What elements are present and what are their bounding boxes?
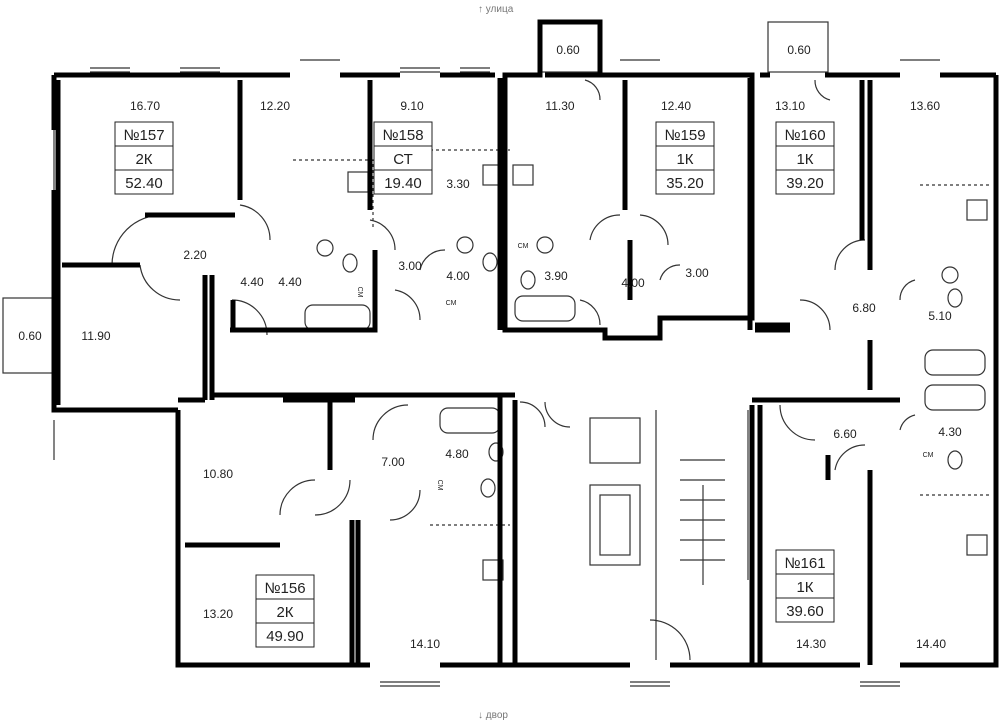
apartment-box <box>373 121 433 195</box>
room-area-label: 4.40 <box>240 275 264 289</box>
apartment-box <box>655 121 715 195</box>
apartment-type: 1К <box>796 151 813 168</box>
room-area-label: 4.00 <box>446 269 470 283</box>
apartment-type: 2К <box>135 151 152 168</box>
apartment-type: 2К <box>276 604 293 621</box>
room-area-label: 16.70 <box>130 99 160 113</box>
apartment-number: №157 <box>123 127 164 144</box>
room-area-label: 6.60 <box>833 427 857 441</box>
apartment-area: 35.20 <box>666 175 704 192</box>
room-area-label: 7.00 <box>381 455 405 469</box>
room-area-label: 14.10 <box>410 637 440 651</box>
room-area-label: 4.00 <box>621 276 645 290</box>
wc-label: СМ <box>446 300 457 307</box>
apartment-number: №158 <box>382 127 423 144</box>
room-area-label: 3.00 <box>398 259 422 273</box>
apartment-area: 39.20 <box>786 175 824 192</box>
room-area-label: 14.30 <box>796 637 826 651</box>
room-area-label: 12.40 <box>661 99 691 113</box>
wc-label: СМ <box>356 287 363 298</box>
wc-label: СМ <box>436 480 443 491</box>
room-area-label: 13.10 <box>775 99 805 113</box>
room-area-label: 5.10 <box>928 309 952 323</box>
room-area-label: 3.30 <box>446 177 470 191</box>
room-area-label: 4.30 <box>938 425 962 439</box>
room-area-label: 0.60 <box>787 43 811 57</box>
apartment-area: 39.60 <box>786 603 824 620</box>
apartment-type: 1К <box>676 151 693 168</box>
wc-label: СМ <box>923 452 934 459</box>
room-area-label: 11.90 <box>81 329 110 343</box>
apartment-area: 49.90 <box>266 628 304 645</box>
apartment-box <box>775 121 835 195</box>
room-area-label: 11.30 <box>545 99 574 113</box>
apartment-number: №160 <box>784 127 825 144</box>
room-area-label: 9.10 <box>400 99 424 113</box>
thick-walls <box>51 72 999 668</box>
room-area-label: 2.20 <box>183 248 207 262</box>
room-area-label: 0.60 <box>556 43 580 57</box>
room-area-label: 3.90 <box>544 269 568 283</box>
room-area-label: 13.60 <box>910 99 940 113</box>
apartment-area: 52.40 <box>125 175 163 192</box>
apartment-type: 1К <box>796 579 813 596</box>
apartment-type: СТ <box>393 151 413 168</box>
room-areas: 16.70 12.20 9.10 11.30 12.40 13.10 13.60 0.60 0.… <box>18 43 962 651</box>
apartment-box <box>114 121 174 195</box>
highlight-outline <box>502 19 755 341</box>
room-area-label: 14.40 <box>916 637 946 651</box>
apartment-number: №161 <box>784 555 825 572</box>
room-area-label: 4.80 <box>445 447 469 461</box>
wc-label: СМ <box>518 243 529 250</box>
room-area-label: 0.60 <box>18 329 42 343</box>
room-area-label: 12.20 <box>260 99 290 113</box>
apartment-box <box>255 574 315 648</box>
room-area-label: 3.00 <box>685 266 709 280</box>
apartment-number: №159 <box>664 127 705 144</box>
room-area-label: 10.80 <box>203 467 233 481</box>
room-area-label: 13.20 <box>203 607 233 621</box>
room-area-label: 4.40 <box>278 275 302 289</box>
apartment-number: №156 <box>264 580 305 597</box>
apartment-area: 19.40 <box>384 175 422 192</box>
room-area-label: 6.80 <box>852 301 876 315</box>
apartment-box <box>775 549 835 623</box>
direction-yard: ↓ двор <box>478 710 508 721</box>
direction-street: ↑ улица <box>478 4 514 15</box>
wc-labels: СМ СМ СМ СМ СМ <box>356 243 934 491</box>
